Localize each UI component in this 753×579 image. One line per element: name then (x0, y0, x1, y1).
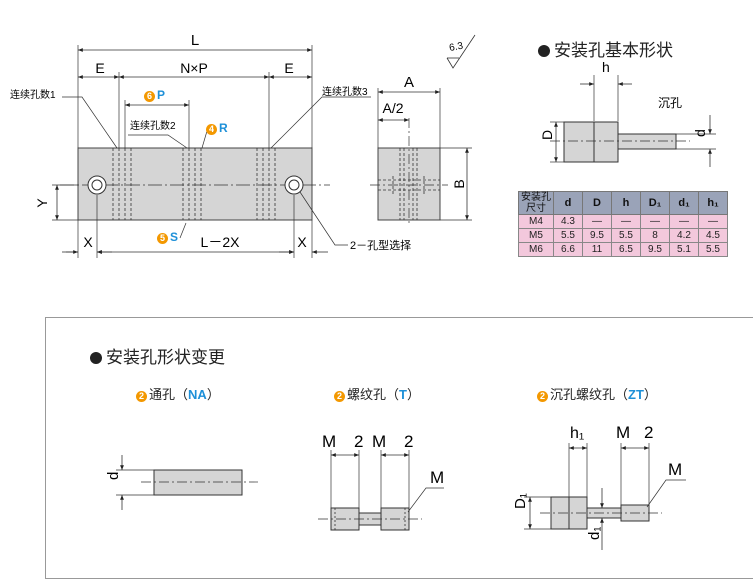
label-series-hole-3: 连续孔数3 (322, 85, 368, 98)
label-hole-type-select: 2－孔型选择 (350, 238, 411, 252)
svg-text:h₁: h₁ (570, 425, 584, 442)
main-drawing: L E N×P E 连续孔数1 连续孔数3 连续孔数2 Y X L－2X X 2… (10, 32, 476, 258)
label-cb-M: M (668, 460, 682, 479)
spec-col-h1: h₁ (698, 191, 728, 215)
spec-col-D1: D₁ (640, 191, 670, 215)
table-row: M4 4.3 — — — — — (518, 214, 728, 229)
through-hole-sketch: d (105, 455, 258, 510)
dim-L: L (191, 32, 199, 49)
spec-col-d: d (553, 191, 583, 215)
svg-text:D₁: D₁ (512, 493, 529, 509)
spec-table: 安装孔尺寸 d D h D₁ d₁ h₁ M4 4.3 — — — — — M5… (518, 191, 728, 257)
end-hole-left (87, 175, 107, 195)
svg-text:M: M (372, 432, 386, 451)
label-tapped-M: M (430, 468, 444, 487)
svg-text:2: 2 (404, 432, 413, 451)
spec-col-h: h (611, 191, 641, 215)
label-through-d: d (105, 472, 122, 480)
bullet-icon (90, 352, 102, 364)
svg-text:2: 2 (354, 432, 363, 451)
basic-shape-drawing: h 沉孔 D d (539, 59, 716, 167)
dim-X-right: X (297, 234, 307, 250)
dim-A-half: A/2 (382, 100, 403, 116)
label-series-hole-2: 连续孔数2 (130, 119, 176, 132)
variants-drawing: d M 2 M 2 M h₁ M 2 (105, 423, 686, 550)
label-h: h (602, 59, 610, 75)
svg-text:M: M (322, 432, 336, 451)
dim-X-left: X (83, 234, 93, 250)
dim-E-left: E (95, 60, 104, 76)
svg-text:d₁: d₁ (586, 527, 603, 540)
cb-tapped-sketch: h₁ M 2 M D₁ d₁ (512, 423, 686, 550)
dim-L-minus-2X: L－2X (201, 234, 241, 250)
dim-Y: Y (34, 198, 50, 208)
dim-E-right: E (284, 60, 293, 76)
label-series-hole-1: 连续孔数1 (10, 88, 56, 101)
spec-col-D: D (582, 191, 612, 215)
svg-text:2: 2 (644, 423, 653, 442)
dim-NxP: N×P (180, 60, 208, 76)
variants-heading: 安装孔形状变更 (90, 343, 225, 368)
hidden-hole-lines (112, 148, 276, 220)
spec-header-size: 安装孔尺寸 (518, 191, 554, 215)
label-counterbore: 沉孔 (658, 96, 682, 110)
basic-shape-heading: 安装孔基本形状 (538, 36, 673, 61)
label-d: d (692, 129, 708, 137)
spec-col-d1: d₁ (669, 191, 699, 215)
roughness-symbol: 6.3 (446, 34, 476, 69)
label-D: D (539, 130, 555, 140)
dim-B: B (451, 179, 467, 188)
svg-text:M: M (616, 423, 630, 442)
end-hole-right (284, 175, 304, 195)
svg-text:6.3: 6.3 (448, 41, 464, 54)
dim-A: A (404, 74, 414, 91)
tapped-hole-sketch: M 2 M 2 M (318, 432, 444, 531)
bullet-icon (538, 45, 550, 57)
table-row: M6 6.6 11 6.5 9.5 5.1 5.5 (518, 242, 728, 257)
table-row: M5 5.5 9.5 5.5 8 4.2 4.5 (518, 228, 728, 243)
